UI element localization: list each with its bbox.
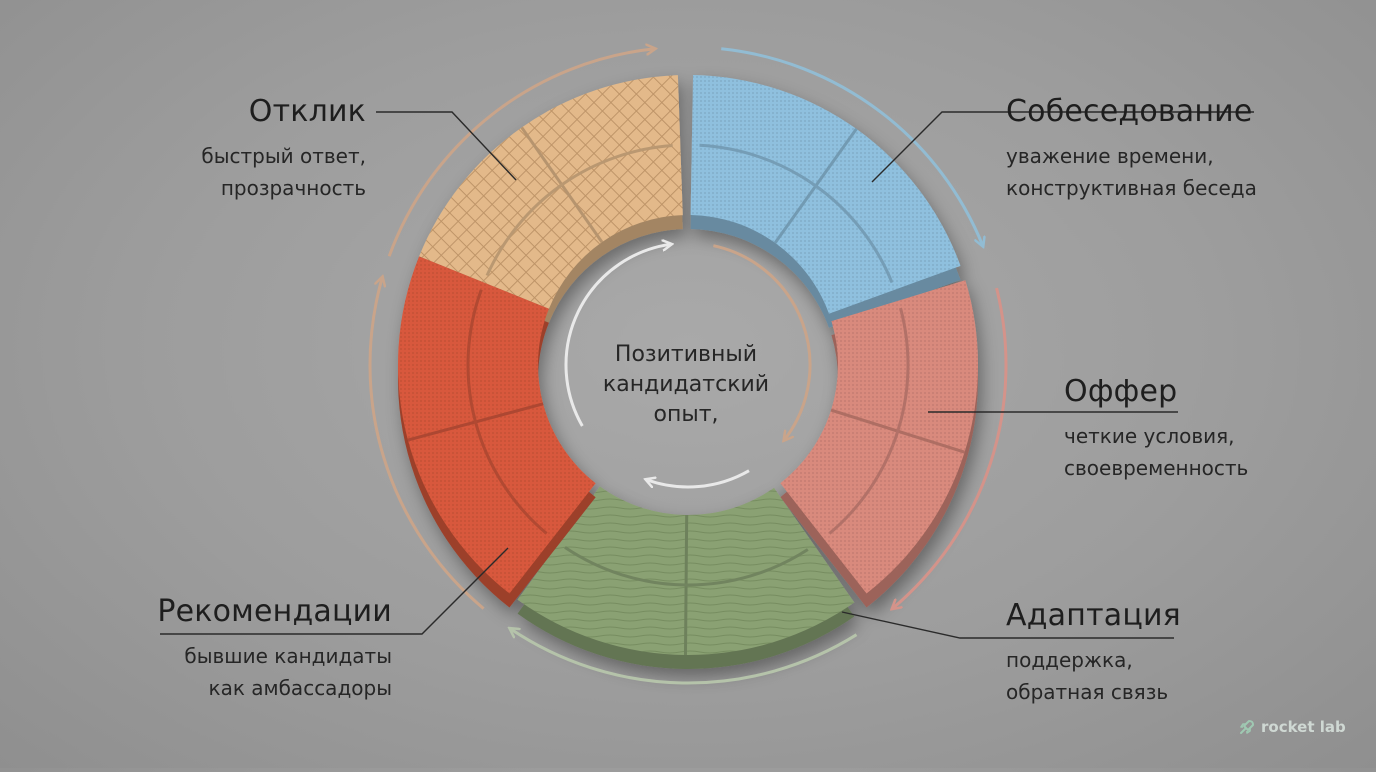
stage-title-offer: Оффер bbox=[1064, 374, 1178, 409]
leader-sobesedovanie bbox=[871, 111, 1254, 183]
stage-label-adaptatsiya: Адаптация поддержка, обратная связь bbox=[1006, 598, 1276, 708]
stage-label-otklik: Отклик быстрый ответ, прозрачность bbox=[170, 94, 366, 204]
leader-rekomendatsii bbox=[160, 547, 509, 635]
segment-ridge-adaptatsiya bbox=[564, 546, 809, 587]
segment-ridge-sobesedovanie bbox=[699, 143, 894, 284]
center-line-3: опыт, bbox=[653, 402, 719, 427]
leader-adaptatsiya bbox=[841, 611, 1174, 639]
segment-texture-offer bbox=[780, 280, 978, 594]
segment-adaptatsiya bbox=[517, 486, 855, 669]
stage-title-adaptatsiya: Адаптация bbox=[1006, 598, 1181, 633]
stage-desc-sobesedovanie-2: конструктивная беседа bbox=[1006, 176, 1257, 200]
center-line-2: кандидатский bbox=[602, 372, 770, 397]
brand-name: rocket lab bbox=[1261, 718, 1346, 736]
segment-texture-rekomendatsii bbox=[397, 256, 596, 594]
stage-title-rekomendatsii: Рекомендации bbox=[157, 594, 392, 629]
segment-ridge-otklik bbox=[485, 144, 673, 277]
brand-logo: rocket lab bbox=[1238, 718, 1346, 736]
arrow-inner-1 bbox=[564, 244, 671, 427]
center-line-1: Позитивный bbox=[614, 342, 758, 367]
segment-otklik bbox=[419, 75, 683, 323]
stage-label-rekomendatsii: Рекомендации бывшие кандидаты как амбасс… bbox=[120, 594, 392, 704]
arrow-outer-sobesedovanie bbox=[721, 47, 983, 246]
stage-desc-otklik-1: быстрый ответ, bbox=[201, 144, 366, 168]
segment-ridge-offer bbox=[828, 307, 910, 535]
center-label: Позитивный кандидатский опыт, bbox=[570, 340, 802, 430]
stage-desc-offer-1: четкие условия, bbox=[1064, 424, 1235, 448]
arrow-outer-offer bbox=[892, 287, 1008, 609]
segment-sobesedovanie bbox=[690, 75, 961, 328]
arrow-inner-2 bbox=[713, 244, 812, 440]
stage-desc-rekomendatsii-2: как амбассадоры bbox=[208, 676, 392, 700]
stage-desc-otklik-2: прозрачность bbox=[220, 176, 366, 200]
stage-title-otklik: Отклик bbox=[248, 94, 366, 129]
arrow-outer-otklik bbox=[387, 49, 655, 257]
stage-desc-adaptatsiya-1: поддержка, bbox=[1006, 648, 1133, 672]
arrow-outer-adaptatsiya bbox=[510, 629, 858, 685]
stage-desc-offer-2: своевременность bbox=[1064, 456, 1249, 480]
stage-desc-sobesedovanie-1: уважение времени, bbox=[1006, 144, 1214, 168]
rocket-icon bbox=[1240, 720, 1254, 734]
arrow-inner-3 bbox=[646, 469, 750, 489]
stage-desc-rekomendatsii-1: бывшие кандидаты bbox=[184, 644, 392, 668]
segment-ridge-rekomendatsii bbox=[466, 289, 548, 535]
stage-label-offer: Оффер четкие условия, своевременность bbox=[1064, 374, 1334, 484]
arrow-outer-rekomendatsii bbox=[368, 277, 485, 610]
segment-rekomendatsii bbox=[397, 256, 596, 608]
stage-title-sobesedovanie: Собеседование bbox=[1006, 94, 1253, 129]
stage-label-sobesedovanie: Собеседование уважение времени, конструк… bbox=[1006, 94, 1326, 204]
segment-offer bbox=[780, 280, 978, 608]
leader-otklik bbox=[376, 111, 517, 181]
stage-desc-adaptatsiya-2: обратная связь bbox=[1006, 680, 1169, 704]
